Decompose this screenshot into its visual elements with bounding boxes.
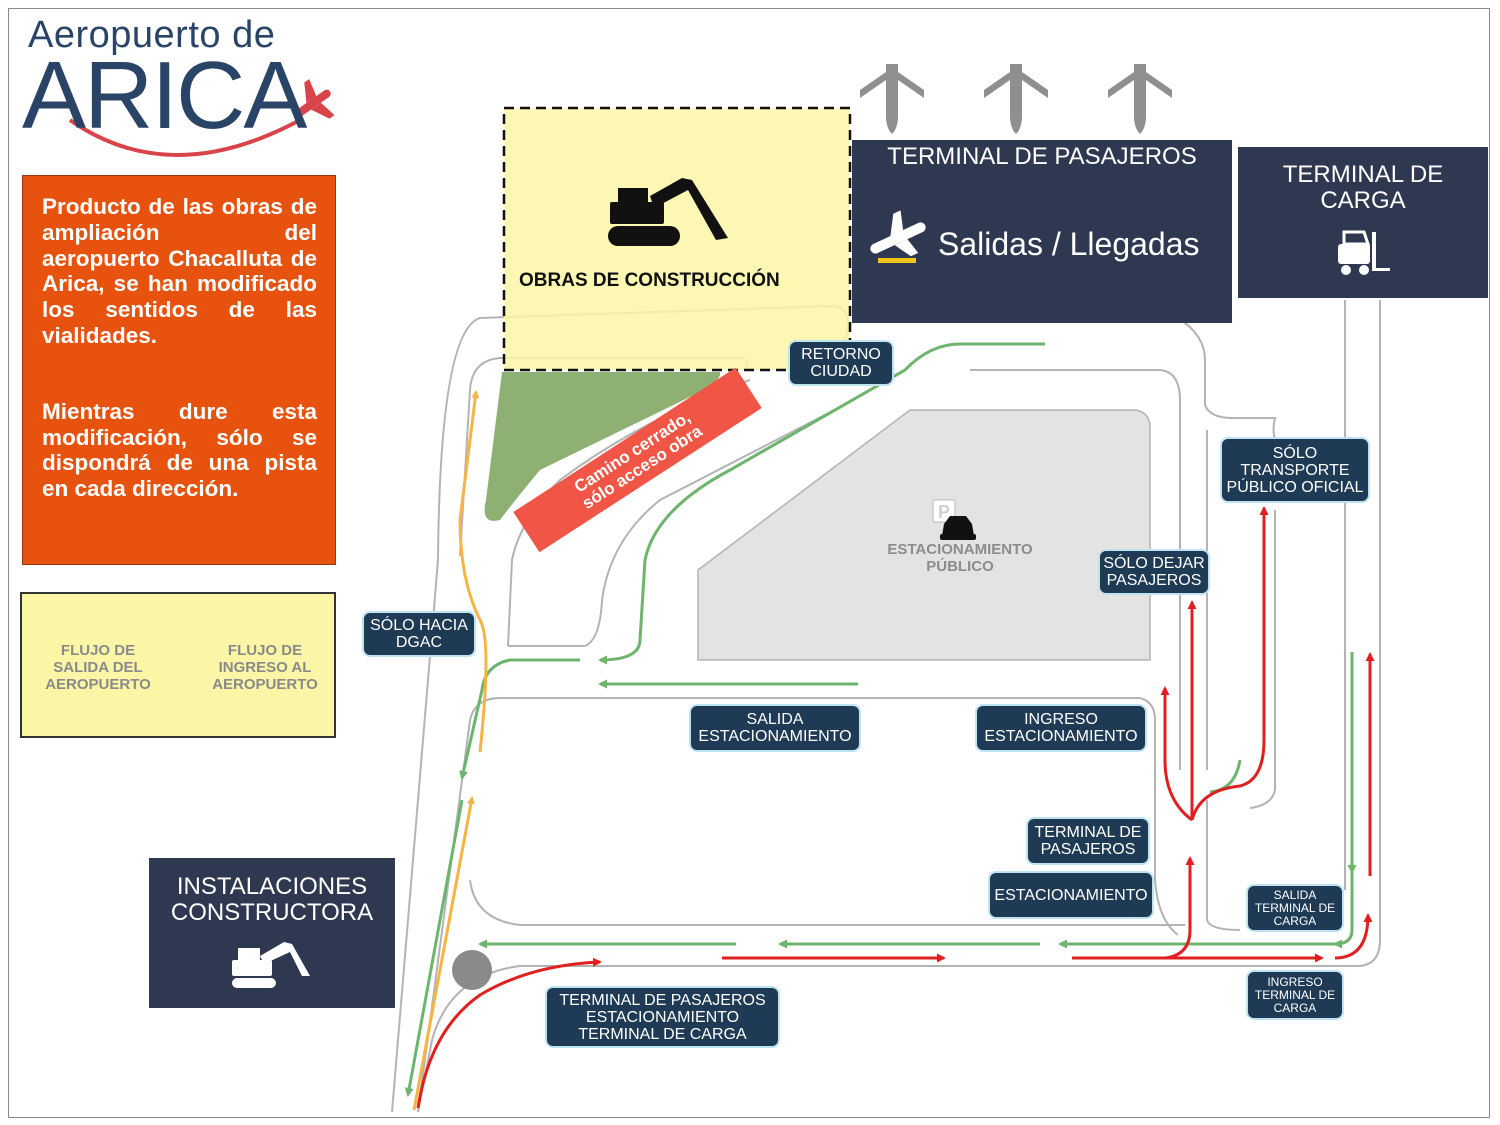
forklift-icon (1338, 230, 1390, 275)
outflow-routes (404, 342, 1357, 1097)
legend-outflow-label: FLUJO DE SALIDA DEL AEROPUERTO (45, 642, 151, 693)
parking-badge: P (938, 502, 950, 522)
inflow-routes (416, 506, 1375, 1109)
departure-icon (870, 210, 926, 257)
passenger-terminal-subtitle: Salidas / Llegadas (938, 226, 1200, 262)
tag-estacionamiento: ESTACIONAMIENTO (988, 871, 1154, 919)
parking-lot (697, 409, 1151, 661)
contractor-title: INSTALACIONES CONSTRUCTORA (170, 873, 374, 926)
tag-solo-dgac: SÓLO HACIA DGAC (362, 611, 476, 657)
logo-swoosh (68, 118, 301, 157)
tag-ingreso-carga: INGRESO TERMINAL DE CARGA (1246, 970, 1344, 1020)
legend-inflow-label: FLUJO DE INGRESO AL AEROPUERTO (212, 642, 318, 693)
parking-icon (932, 499, 956, 523)
info-paragraph-2: Mientras dure esta modificación, sólo se… (42, 398, 317, 502)
dgac-route (412, 390, 488, 1111)
tag-ingreso-estacionamiento: INGRESO ESTACIONAMIENTO (975, 704, 1147, 752)
excavator-icon (608, 178, 728, 246)
tag-solo-transporte: SÓLO TRANSPORTE PÚBLICO OFICIAL (1220, 437, 1370, 503)
tag-bottom-destinations: TERMINAL DE PASAJEROS ESTACIONAMIENTO TE… (545, 986, 780, 1048)
car-icon (940, 516, 976, 540)
tag-terminal-pasajeros: TERMINAL DE PASAJEROS (1026, 817, 1150, 865)
info-box: Producto de las obras de ampliación del … (22, 175, 336, 565)
info-paragraph-1: Producto de las obras de ampliación del … (42, 194, 317, 348)
tag-salida-carga: SALIDA TERMINAL DE CARGA (1246, 884, 1344, 932)
cargo-terminal: TERMINAL DE CARGA (1238, 162, 1488, 222)
tag-retorno-ciudad: RETORNO CIUDAD (788, 340, 894, 386)
legend: FLUJO DE SALIDA DEL AEROPUERTO FLUJO DE … (20, 592, 336, 738)
passenger-terminal-title: TERMINAL DE PASAJEROS (887, 143, 1197, 170)
parking-label: ESTACIONAMIENTO PÚBLICO (887, 541, 1033, 575)
logo-plane-icon (292, 79, 335, 119)
construction-label: OBRAS DE CONSTRUCCIÓN (519, 270, 780, 291)
roundabout-marker (452, 950, 492, 990)
map-frame (8, 8, 1490, 1118)
airplane-icon (860, 64, 1172, 134)
logo-line1: Aeropuerto de (28, 14, 276, 56)
tag-salida-estacionamiento: SALIDA ESTACIONAMIENTO (689, 704, 861, 752)
cargo-terminal-title: TERMINAL DE CARGA (1282, 161, 1444, 214)
departure-underline (878, 258, 916, 263)
contractor: INSTALACIONES CONSTRUCTORA (149, 874, 395, 930)
passenger-terminal: TERMINAL DE PASAJEROS (852, 144, 1232, 184)
tag-solo-dejar: SÓLO DEJAR PASAJEROS (1098, 549, 1210, 595)
logo-line2: ARICA (22, 42, 307, 149)
excavator-icon (232, 942, 310, 988)
green-area (484, 372, 721, 521)
